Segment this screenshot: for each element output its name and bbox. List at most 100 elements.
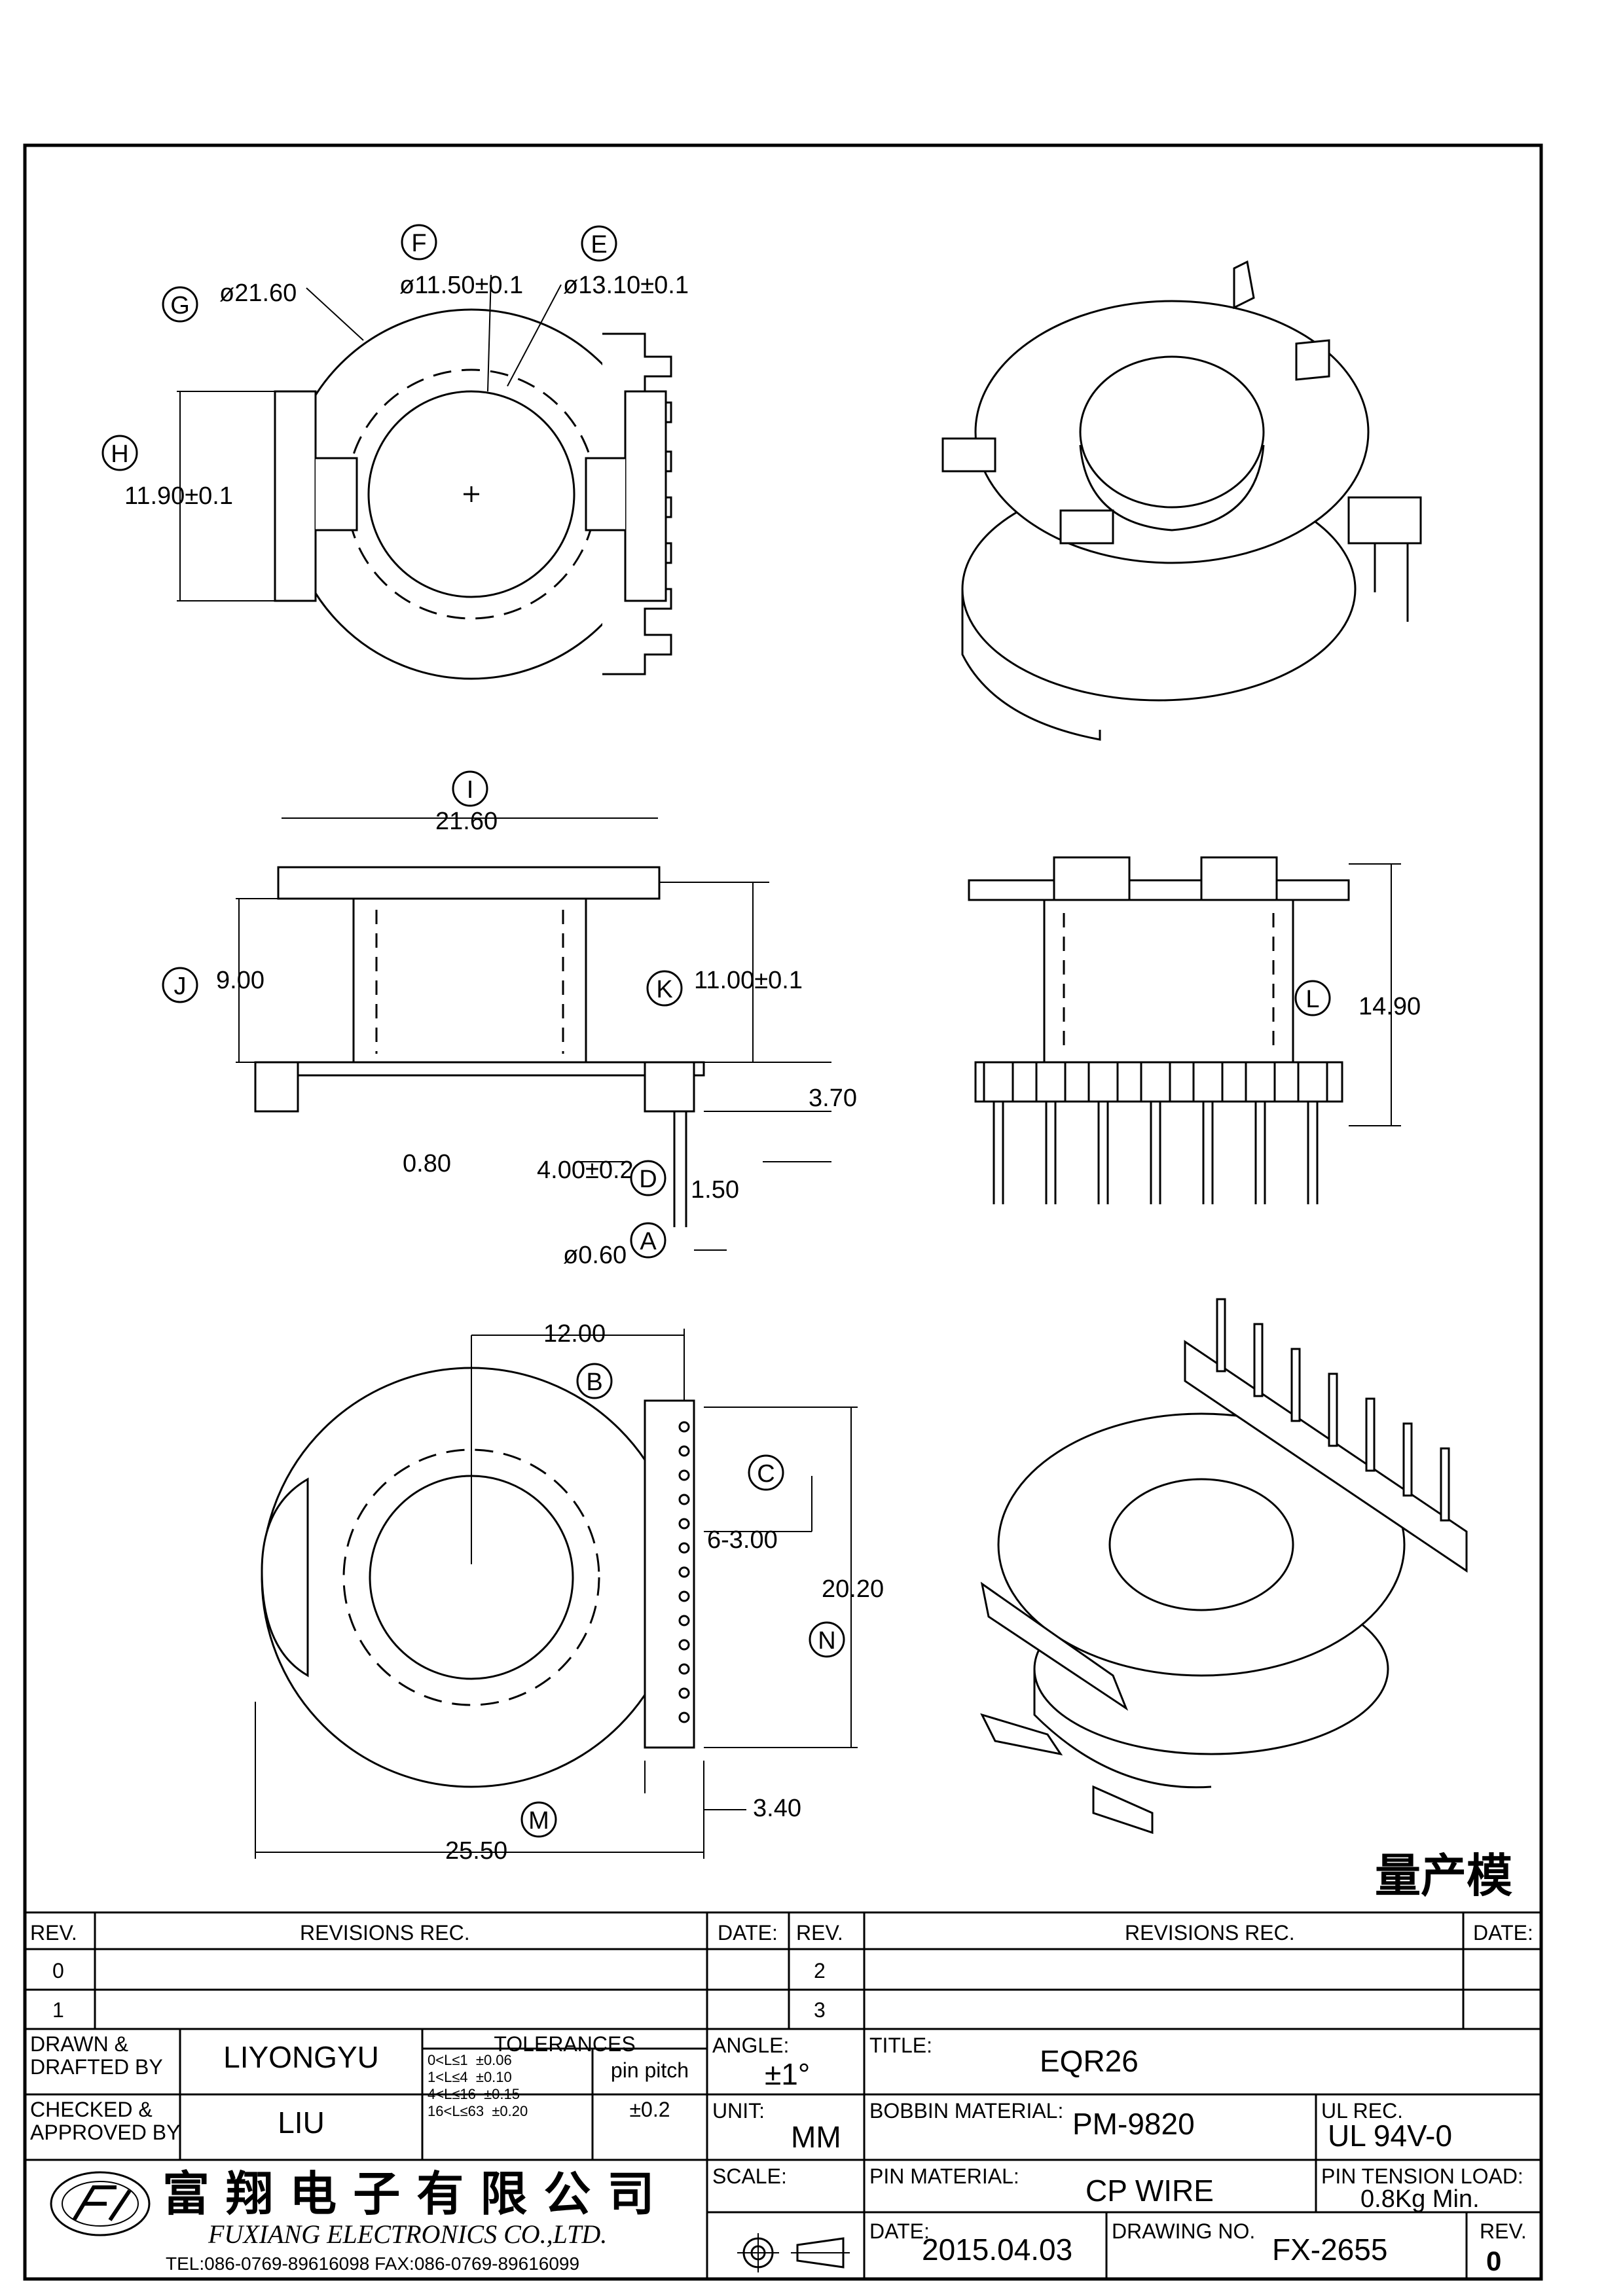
iso-pin [1290,1348,1301,1422]
callout-m: M [520,1801,557,1838]
iso-pin [1440,1447,1450,1522]
revisions-header-2: REVISIONS REC. [1125,1921,1295,1945]
front-view [236,817,831,1251]
dim-b: 12.00 [543,1320,606,1348]
dim-340: 3.40 [753,1795,801,1822]
iso-pin [1402,1422,1413,1497]
side-pin-block [1087,1061,1119,1103]
callout-l: L [1294,980,1331,1016]
iso-pin [1216,1298,1226,1372]
svg-text:B: B [586,1369,602,1396]
tolerances-title: TOLERANCES [494,2032,636,2056]
pin-material-value: CP WIRE [1085,2174,1214,2208]
iso-pin [1253,1323,1264,1397]
pin-tension-value: 0.8Kg Min. [1360,2185,1480,2213]
dim-080: 0.80 [403,1150,451,1177]
svg-text:F: F [411,230,426,257]
svg-text:N: N [818,1627,835,1655]
ul-label: UL REC. [1321,2099,1404,2123]
side-pin-block [1035,1061,1067,1103]
svg-text:A: A [640,1228,657,1255]
side-pin-block [1192,1061,1224,1103]
bottom-view [255,1329,858,1859]
callout-e: E [581,225,617,262]
title-block: REV. REVISIONS REC. DATE: REV. REVISIONS… [25,1912,1541,2279]
company-name-en: FUXIANG ELECTRONICS CO.,LTD. [208,2219,608,2249]
svg-text:K: K [656,976,672,1003]
rev-row-1: 1 [52,1998,64,2022]
pin-pitch-label: pin pitch [610,2058,689,2082]
tolerance-row-0: 0<L≤1 ±0.06 [428,2052,512,2068]
rev-row-0: 0 [52,1959,64,1982]
pin-dot [678,1615,690,1626]
scale-label: SCALE: [712,2164,787,2188]
callout-f: F [401,224,437,260]
dim-f: ø11.50±0.1 [399,272,523,299]
pin-dot [678,1687,690,1699]
svg-text:J: J [174,973,187,1000]
svg-text:M: M [528,1807,549,1835]
pin-material-label: PIN MATERIAL: [869,2164,1019,2188]
pin-dot [678,1542,690,1554]
pin-dot [678,1639,690,1651]
dim-k: 11.00±0.1 [694,967,803,994]
pin-dot [678,1712,690,1723]
status-mark: 量产模 [1375,1849,1512,1903]
revisions-header: REVISIONS REC. [300,1921,470,1945]
dim-060: ø0.60 [563,1242,627,1269]
dim-h: 11.90±0.1 [124,482,233,510]
date-label: DATE: [869,2219,930,2243]
date-header-2: DATE: [1473,1921,1533,1945]
pin-dot [678,1421,690,1433]
top-view [177,274,672,680]
dim-400: 4.00±0.2 [537,1157,634,1184]
rev-row-2: 2 [814,1959,826,1982]
company-logo-icon [50,2171,151,2236]
dim-g: ø21.60 [219,279,297,307]
pin-dot [678,1566,690,1578]
angle-label: ANGLE: [712,2034,790,2057]
drawing-no-value: FX-2655 [1272,2233,1388,2267]
drawn-value: LIYONGYU [223,2040,379,2074]
callout-n: N [809,1621,845,1658]
pin-dot [678,1494,690,1505]
checked-label: CHECKED & APPROVED BY [30,2098,181,2145]
svg-text:H: H [111,440,128,468]
svg-text:E: E [591,231,607,259]
dim-j: 9.00 [216,967,264,994]
title-value: EQR26 [1040,2044,1139,2078]
dim-370: 3.70 [809,1085,857,1112]
iso-pin [1328,1372,1338,1447]
side-view [968,856,1401,1204]
iso-pin [1365,1397,1376,1472]
company-name-cn: 富 翔 电 子 有 限 公 司 [162,2166,655,2221]
dim-c: 6-3.00 [707,1526,778,1554]
tolerance-row-2: 4<L≤16 ±0.15 [428,2086,520,2102]
svg-text:C: C [757,1460,775,1488]
pin-pitch-value: ±0.2 [629,2098,670,2121]
dim-e: ø13.10±0.1 [563,272,689,299]
bobbin-value: PM-9820 [1072,2107,1195,2141]
dim-n: 20.20 [822,1575,884,1603]
svg-text:L: L [1305,986,1319,1013]
callout-h: H [101,435,138,471]
bobbin-label: BOBBIN MATERIAL: [869,2099,1064,2123]
side-pin-block [1140,1061,1171,1103]
company-contact: TEL:086-0769-89616098 FAX:086-0769-89616… [166,2253,580,2274]
iso-view-bottom [980,1298,1468,1835]
pin-dot [678,1590,690,1602]
pin-dot [678,1518,690,1530]
rev-header: REV. [30,1921,77,1945]
drawn-label: DRAWN & DRAFTED BY [30,2032,163,2079]
tolerance-row-3: 16<L≤63 ±0.20 [428,2103,528,2119]
rev-row-3: 3 [814,1998,826,2022]
ul-value: UL 94V-0 [1328,2119,1453,2153]
svg-text:D: D [639,1166,657,1193]
pin-dot [678,1663,690,1675]
callout-a: A [630,1222,666,1259]
callout-i: I [452,770,488,807]
dim-150: 1.50 [691,1176,739,1204]
iso-view-top [941,260,1422,741]
callout-b: B [576,1363,613,1399]
